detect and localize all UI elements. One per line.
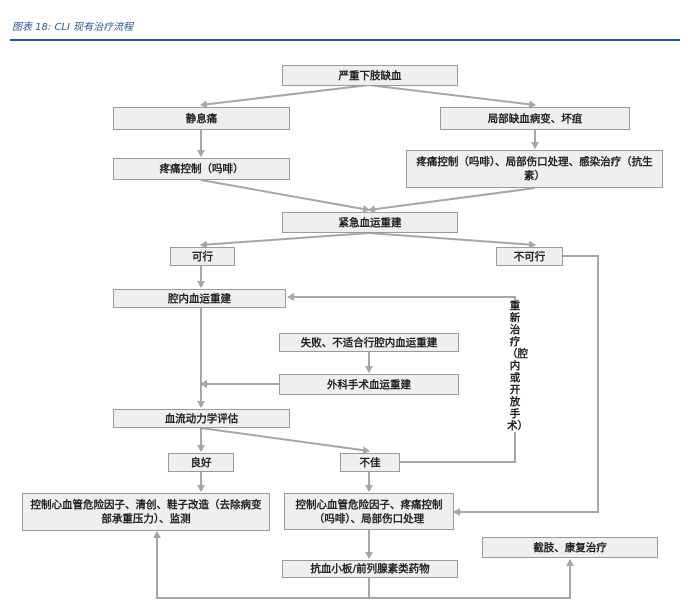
node-control-risk-poor: 控制心血管危险因子、疼痛控制（吗啡）、局部伤口处理 (284, 493, 454, 530)
node-pain-control-wound: 疼痛控制（吗啡）、局部伤口处理、感染治疗（抗生素） (406, 150, 663, 188)
node-good: 良好 (168, 453, 234, 472)
label-retreatment: 重新治疗（腔内或开放手术） (507, 300, 528, 432)
node-surgical-revasc: 外科手术血运重建 (279, 374, 459, 395)
arrow (368, 559, 574, 599)
node-poor: 不佳 (340, 453, 400, 472)
arrow (200, 232, 370, 249)
arrow (368, 232, 536, 249)
arrow (153, 531, 369, 599)
node-severe-ischemia: 严重下肢缺血 (282, 65, 458, 86)
arrow (368, 187, 536, 214)
node-hemodynamic-eval: 血流动力学评估 (113, 409, 290, 428)
arrow (200, 84, 370, 109)
node-pain-control-morphine: 疼痛控制（吗啡） (113, 158, 290, 180)
node-not-feasible: 不可行 (496, 247, 563, 266)
node-feasible: 可行 (170, 247, 235, 266)
node-amputation-rehab: 截肢、康复治疗 (482, 537, 658, 558)
node-ulcer-necrosis: 局部缺血病变、坏疽 (440, 107, 630, 130)
arrow (453, 255, 599, 516)
arrow (200, 427, 370, 455)
node-rest-pain: 静息痛 (113, 107, 290, 130)
figure-caption: 图表 18: CLI 现有治疗流程 (12, 22, 134, 33)
node-antiplatelet: 抗血小板/前列腺素类药物 (282, 560, 458, 578)
arrow (200, 179, 370, 213)
caption-rule (10, 39, 680, 41)
node-failure-unsuitable: 失败、不适合行腔内血运重建 (279, 333, 459, 352)
node-endovascular-revasc: 腔内血运重建 (113, 289, 286, 308)
node-urgent-revasc: 紧急血运重建 (282, 212, 458, 233)
arrow (368, 84, 536, 109)
node-control-risk-good: 控制心血管危险因子、清创、鞋子改造（去除病变部承重压力）、监测 (22, 493, 270, 531)
